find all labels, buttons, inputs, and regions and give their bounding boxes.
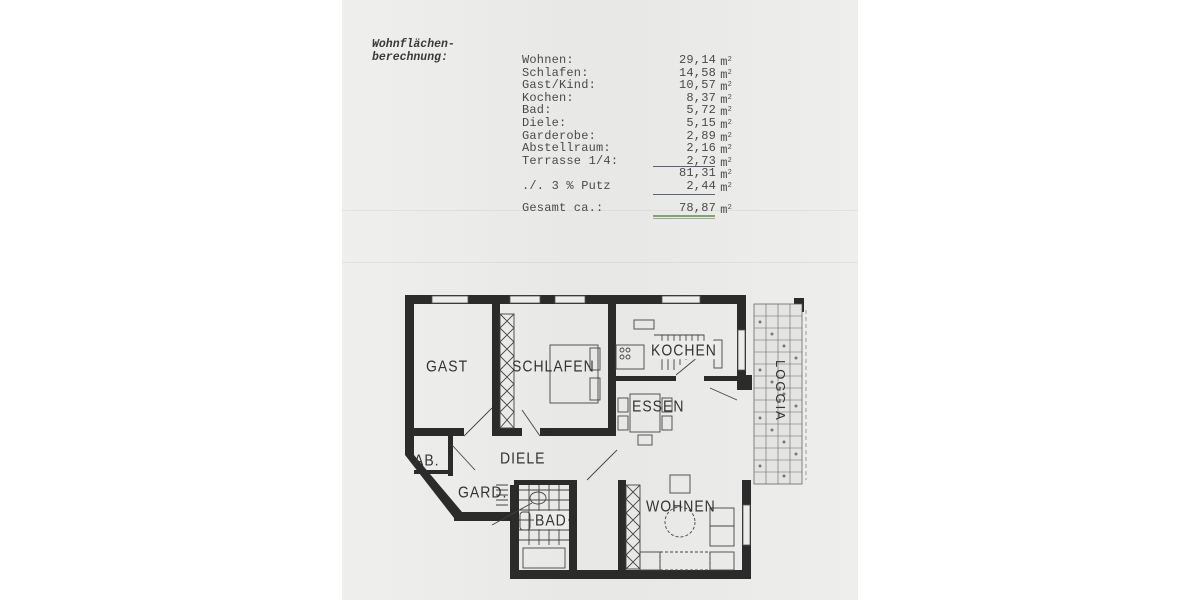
room-label-schlafen: SCHLAFEN (512, 356, 595, 376)
room-label-abstellraum: AB. (414, 450, 440, 470)
paper-fold (342, 262, 858, 263)
room-label-wohnen: WOHNEN (646, 496, 716, 516)
room-label-bad: BAD (534, 510, 568, 530)
room-label-garderobe: GARD. (458, 482, 508, 502)
room-label-essen: ESSEN (632, 396, 685, 416)
room-label-diele: DIELE (500, 448, 546, 468)
room-label-kochen: KOCHEN (650, 340, 718, 360)
total-double-underline (653, 215, 715, 218)
paper-fold (342, 210, 858, 211)
floor-plan: GAST SCHLAFEN KOCHEN ESSEN DIELE AB. GAR… (392, 290, 812, 590)
room-label-gast: GAST (426, 356, 469, 376)
document-heading: Wohnflächen- berechnung: (372, 38, 455, 64)
sum-rule (653, 193, 715, 195)
floor-plan-drawing (405, 295, 807, 579)
sum-rule (653, 166, 715, 168)
room-label-loggia: LOGGIA (773, 360, 788, 422)
